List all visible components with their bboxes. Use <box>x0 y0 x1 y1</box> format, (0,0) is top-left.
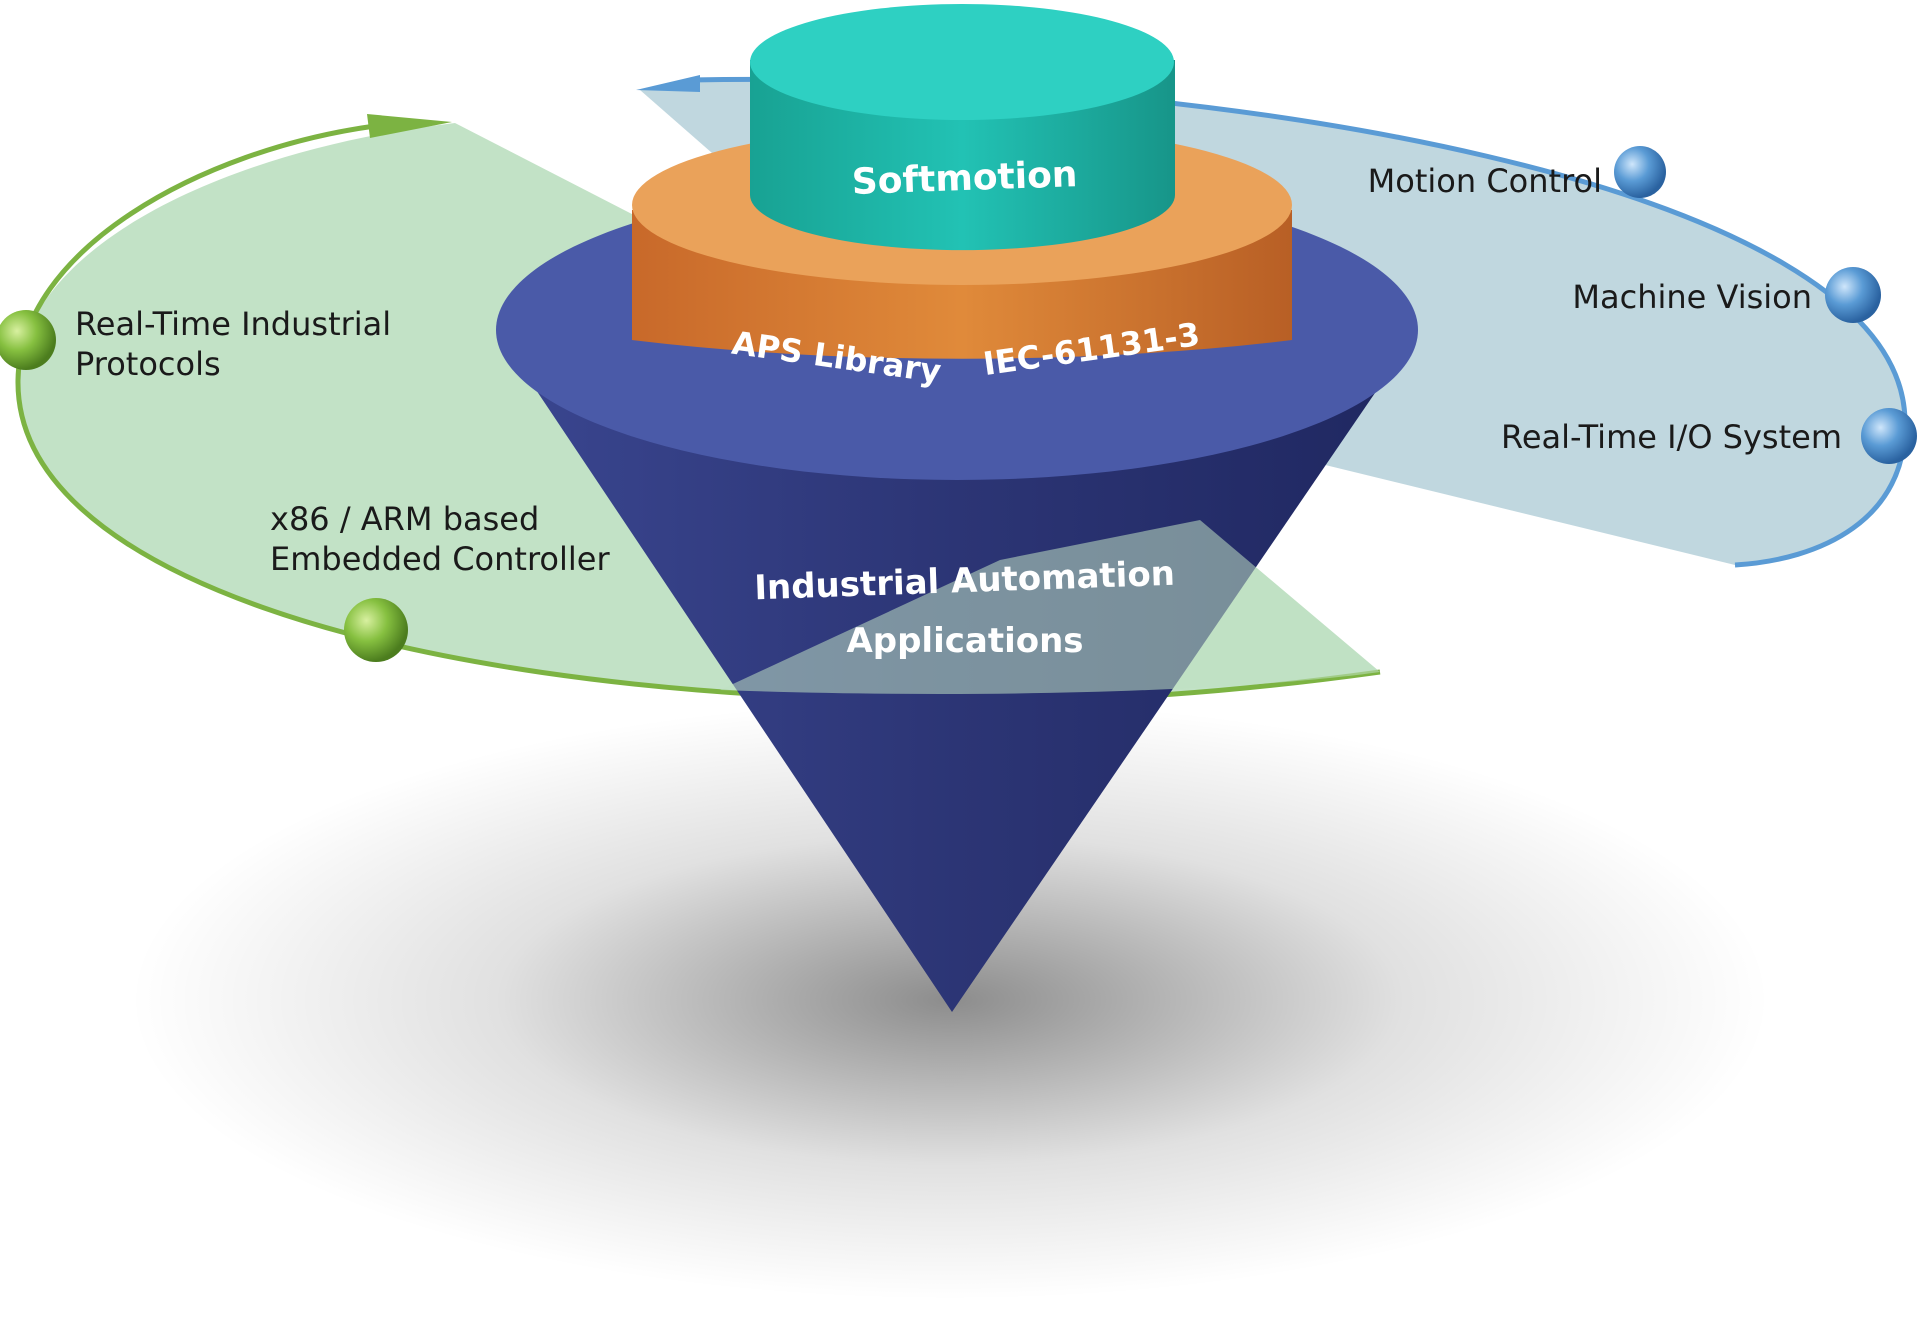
left-item-2-line2: Embedded Controller <box>270 540 610 578</box>
right-item-2-label: Machine Vision <box>1572 278 1812 316</box>
left-ring-arrowhead <box>367 114 452 138</box>
left-item-2-line1: x86 / ARM based <box>270 500 539 538</box>
right-item-3-label: Real-Time I/O System <box>1501 418 1842 456</box>
left-item-1-line2: Protocols <box>75 345 221 383</box>
left-ring-node-2 <box>344 598 408 662</box>
right-ring-node-1 <box>1614 146 1666 198</box>
right-ring-node-2 <box>1825 267 1881 323</box>
right-item-1-label: Motion Control <box>1368 162 1602 200</box>
layer-top-label: Softmotion <box>851 154 1078 203</box>
teal-cylinder-top <box>750 4 1174 120</box>
right-ring-arrowhead <box>636 75 700 92</box>
layer-base-line2-label: Applications <box>846 621 1083 661</box>
left-ring-node-1 <box>0 310 56 370</box>
left-item-1-line1: Real-Time Industrial <box>75 305 391 343</box>
right-ring-node-3 <box>1861 408 1917 464</box>
left-ring-front <box>720 520 1380 694</box>
